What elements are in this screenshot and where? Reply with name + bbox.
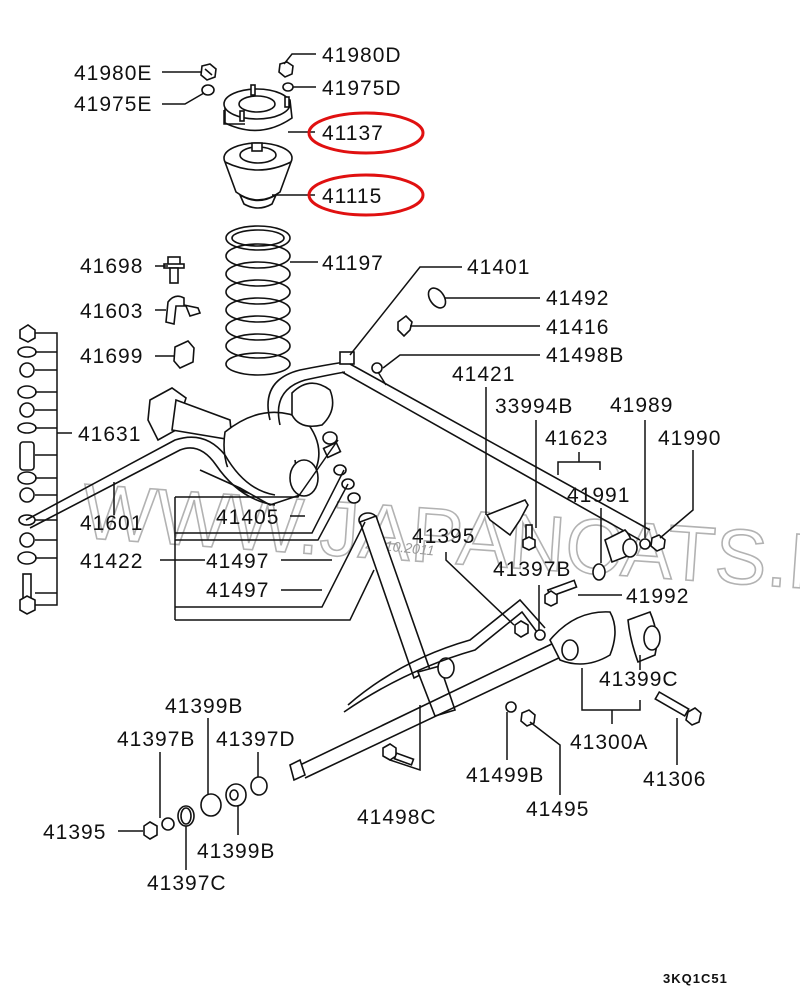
highlight-oval-41115: [307, 173, 425, 217]
trailing-arm-41300A[interactable]: [289, 610, 661, 782]
bolt-41698-icon[interactable]: [163, 256, 185, 284]
label-41137[interactable]: 41137: [322, 122, 384, 145]
label-41306[interactable]: 41306: [643, 768, 706, 791]
label-41989[interactable]: 41989: [610, 394, 673, 417]
label-41991[interactable]: 41991: [567, 484, 630, 507]
label-41699[interactable]: 41699: [80, 345, 143, 368]
washer-41975D-icon[interactable]: [282, 82, 294, 92]
nut-41990-icon[interactable]: [650, 534, 666, 552]
label-41197[interactable]: 41197: [322, 252, 384, 275]
label-41603[interactable]: 41603: [80, 300, 143, 323]
label-41601[interactable]: 41601: [80, 512, 143, 535]
nut-41980E-icon[interactable]: [200, 63, 217, 81]
bump-stop-41115[interactable]: [223, 142, 293, 209]
label-41397B-lower[interactable]: 41397B: [117, 728, 195, 751]
label-41495[interactable]: 41495: [526, 798, 589, 821]
label-41397C[interactable]: 41397C: [147, 872, 227, 895]
label-41397B-upper[interactable]: 41397B: [493, 558, 571, 581]
label-41975D[interactable]: 41975D: [322, 77, 402, 100]
clamp-41492-icon[interactable]: [425, 285, 449, 311]
label-41499B[interactable]: 41499B: [466, 764, 544, 787]
label-41497-upper[interactable]: 41497: [206, 550, 269, 573]
label-41498B[interactable]: 41498B: [546, 344, 624, 367]
label-41497-lower[interactable]: 41497: [206, 579, 269, 602]
label-41975E[interactable]: 41975E: [74, 93, 152, 116]
coil-spring-41197[interactable]: [225, 225, 291, 376]
stabilizer-link-kit-41631[interactable]: [17, 324, 37, 615]
label-41300A[interactable]: 41300A: [570, 731, 648, 754]
bracket-41603-icon[interactable]: [165, 295, 202, 325]
label-41401[interactable]: 41401: [467, 256, 530, 279]
label-41990[interactable]: 41990: [658, 427, 721, 450]
label-41992[interactable]: 41992: [626, 585, 689, 608]
collar-41397C-icon[interactable]: [177, 805, 195, 827]
bushing-41699-icon[interactable]: [173, 340, 195, 369]
washer-41397B-upper-icon[interactable]: [534, 629, 546, 641]
label-41395-upper[interactable]: 41395: [412, 525, 475, 548]
label-41416[interactable]: 41416: [546, 316, 609, 339]
label-41397D[interactable]: 41397D: [216, 728, 296, 751]
shock-absorber-41405[interactable]: [322, 431, 457, 717]
label-41405[interactable]: 41405: [216, 506, 279, 529]
washer-41989-icon[interactable]: [639, 538, 651, 550]
label-41980D[interactable]: 41980D: [322, 44, 402, 67]
bushing-41399B-inner-icon[interactable]: [225, 783, 247, 807]
bolt-33994B-icon[interactable]: [522, 524, 536, 551]
washer-41499B-icon[interactable]: [505, 701, 517, 713]
label-41399C[interactable]: 41399C: [599, 668, 679, 691]
label-41421[interactable]: 41421: [452, 363, 515, 386]
bushing-41399B-outer-icon[interactable]: [200, 793, 222, 817]
illustration-code: 3KQ1C51: [663, 971, 728, 986]
washer-41975E-icon[interactable]: [201, 84, 215, 96]
label-41498C[interactable]: 41498C: [357, 806, 437, 829]
label-41399B-bottom[interactable]: 41399B: [197, 840, 275, 863]
bolt-41992-icon[interactable]: [544, 579, 578, 607]
bolt-41498C-icon[interactable]: [382, 743, 415, 766]
highlight-oval-41137: [307, 111, 425, 155]
label-33994B[interactable]: 33994B: [495, 395, 573, 418]
bracket-41421[interactable]: [485, 499, 529, 537]
clip-41416-icon[interactable]: [397, 314, 413, 338]
label-41631[interactable]: 41631: [78, 423, 141, 446]
nut-41395-lower-icon[interactable]: [143, 821, 158, 840]
label-41395-lower[interactable]: 41395: [43, 821, 106, 844]
label-41422[interactable]: 41422: [80, 550, 143, 573]
label-41492[interactable]: 41492: [546, 287, 609, 310]
label-41698[interactable]: 41698: [80, 255, 143, 278]
nut-41980D-icon[interactable]: [278, 61, 294, 78]
lower-control-arm: [343, 598, 546, 713]
upper-mount-plate-41137[interactable]: [223, 84, 293, 132]
label-41399B-top[interactable]: 41399B: [165, 695, 243, 718]
bolt-41498B-icon[interactable]: [371, 362, 387, 386]
bushing-41991[interactable]: [592, 529, 638, 581]
washer-41397B-lower-icon[interactable]: [161, 817, 175, 831]
stabilizer-bar-41601[interactable]: [25, 436, 276, 529]
bolt-41306-icon[interactable]: [654, 690, 702, 726]
axle-housing: [147, 382, 334, 506]
label-41623[interactable]: 41623: [545, 427, 608, 450]
nut-41495-icon[interactable]: [520, 709, 536, 727]
washer-41397D-icon[interactable]: [250, 776, 268, 796]
label-41115[interactable]: 41115: [322, 185, 382, 208]
nut-41395-upper-icon[interactable]: [514, 620, 529, 638]
label-41980E[interactable]: 41980E: [74, 62, 152, 85]
leader-bracket-41631: [35, 332, 72, 606]
